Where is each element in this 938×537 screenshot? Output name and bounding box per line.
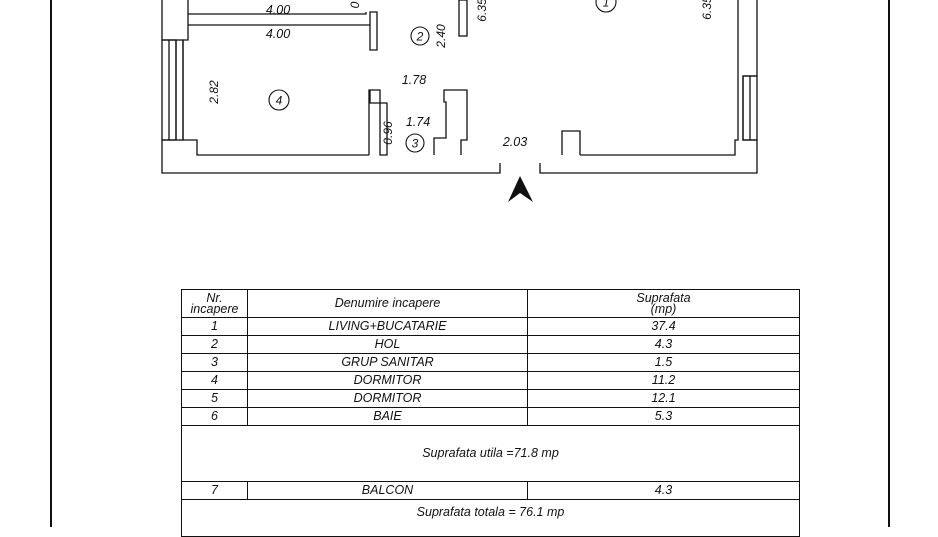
outer-wall-inner-line — [182, 0, 369, 156]
partition-room5-room4 — [188, 12, 367, 15]
header-room-name: Denumire incapere — [247, 289, 528, 318]
table-row: 5 DORMITOR 12.1 — [181, 389, 800, 408]
header-area-line2: (mp) — [650, 301, 677, 316]
room-nr-cell: 5 — [181, 389, 248, 408]
room-number-3-circle — [405, 133, 425, 153]
room-area-cell: 1.5 — [527, 353, 800, 372]
dimension-label: 1.74 — [406, 115, 430, 129]
table-header-row: Nr. incapere Denumire incapere Suprafata… — [181, 289, 800, 318]
room-name-cell: GRUP SANITAR — [247, 353, 528, 372]
frame-right-border — [888, 0, 890, 527]
room-number-2-circle — [410, 26, 430, 46]
balcony-row: 7 BALCON 4.3 — [181, 481, 800, 500]
useful-area-total: Suprafata utila =71.8 mp — [181, 425, 800, 482]
total-area-row: Suprafata totala = 76.1 mp — [181, 499, 800, 537]
dimension-label: 0 — [348, 1, 362, 8]
table-row: 1 LIVING+BUCATARIE 37.4 — [181, 317, 800, 336]
room-name-cell: BALCON — [247, 481, 528, 500]
room-area-cell: 5.3 — [527, 407, 800, 426]
partition-room4-top — [188, 11, 378, 51]
outer-wall-outer-line-right — [539, 0, 758, 174]
dimension-label: 1.78 — [402, 73, 426, 87]
dimension-label: 2.40 — [434, 24, 448, 49]
room-name-cell: HOL — [247, 335, 528, 354]
room-nr-cell: 6 — [181, 407, 248, 426]
room-nr-cell: 3 — [181, 353, 248, 372]
room-name-cell: BAIE — [247, 407, 528, 426]
floor-plan-drawing: 2 4 3 1 4.00 4.00 0 6.35 2.40 6.35 2.82 … — [161, 0, 758, 202]
header-room-number-line1: Nr. — [206, 290, 223, 305]
room-number-3-label: 3 — [412, 137, 419, 151]
dimension-label: 2.82 — [207, 80, 221, 105]
dimension-label: 0.96 — [381, 121, 395, 145]
table-row: 6 BAIE 5.3 — [181, 407, 800, 426]
room-area-table: Nr. incapere Denumire incapere Suprafata… — [181, 289, 800, 537]
room-number-1: 1 — [595, 0, 617, 13]
dimension-label: 6.35 — [700, 0, 714, 20]
partition-room4-right — [368, 89, 388, 156]
room-number-1-circle — [595, 0, 617, 13]
sanitary-right-wall — [433, 89, 468, 155]
room-name-cell: DORMITOR — [247, 389, 528, 408]
room-area-cell: 12.1 — [527, 389, 800, 408]
header-area-line1: Suprafata — [636, 290, 691, 305]
room-name-cell: DORMITOR — [247, 371, 528, 390]
room-area-cell: 11.2 — [527, 371, 800, 390]
room-number-4-circle — [268, 89, 290, 111]
room-name-cell: LIVING+BUCATARIE — [247, 317, 528, 336]
room-area-cell: 37.4 — [527, 317, 800, 336]
hall-partition — [458, 0, 468, 37]
room-number-2-label: 2 — [416, 30, 424, 44]
room-number-4-label: 4 — [276, 94, 283, 108]
room-area-cell: 4.3 — [527, 335, 800, 354]
room-number-1-label: 1 — [603, 0, 610, 10]
room-area-cell: 4.3 — [527, 481, 800, 500]
total-area-value: Suprafata totala = 76.1 mp — [181, 499, 800, 537]
room-nr-cell: 1 — [181, 317, 248, 336]
plan-walls — [161, 0, 758, 174]
table-row: 4 DORMITOR 11.2 — [181, 371, 800, 390]
room-nr-cell: 7 — [181, 481, 248, 500]
table-row: 2 HOL 4.3 — [181, 335, 800, 354]
dimension-label: 4.00 — [266, 27, 290, 41]
room-nr-cell: 4 — [181, 371, 248, 390]
dimension-label: 4.00 — [266, 3, 290, 17]
left-window — [161, 39, 184, 141]
useful-area-row: Suprafata utila =71.8 mp — [181, 425, 800, 482]
room-nr-cell: 2 — [181, 335, 248, 354]
room-number-4: 4 — [268, 89, 290, 111]
header-room-number-line2: incapere — [190, 301, 239, 316]
header-area: Suprafata (mp) — [527, 289, 800, 318]
table-row: 3 GRUP SANITAR 1.5 — [181, 353, 800, 372]
room-number-3: 3 — [405, 133, 425, 153]
room-number-2: 2 — [410, 26, 430, 46]
living-stub-wall — [561, 130, 581, 155]
header-room-number: Nr. incapere — [181, 289, 248, 318]
dimension-label: 6.35 — [475, 0, 489, 22]
frame-left-border — [50, 0, 52, 527]
dimension-label: 2.03 — [502, 135, 527, 149]
north-arrow-icon — [508, 176, 533, 202]
outer-wall-inner-line-right — [580, 0, 739, 156]
